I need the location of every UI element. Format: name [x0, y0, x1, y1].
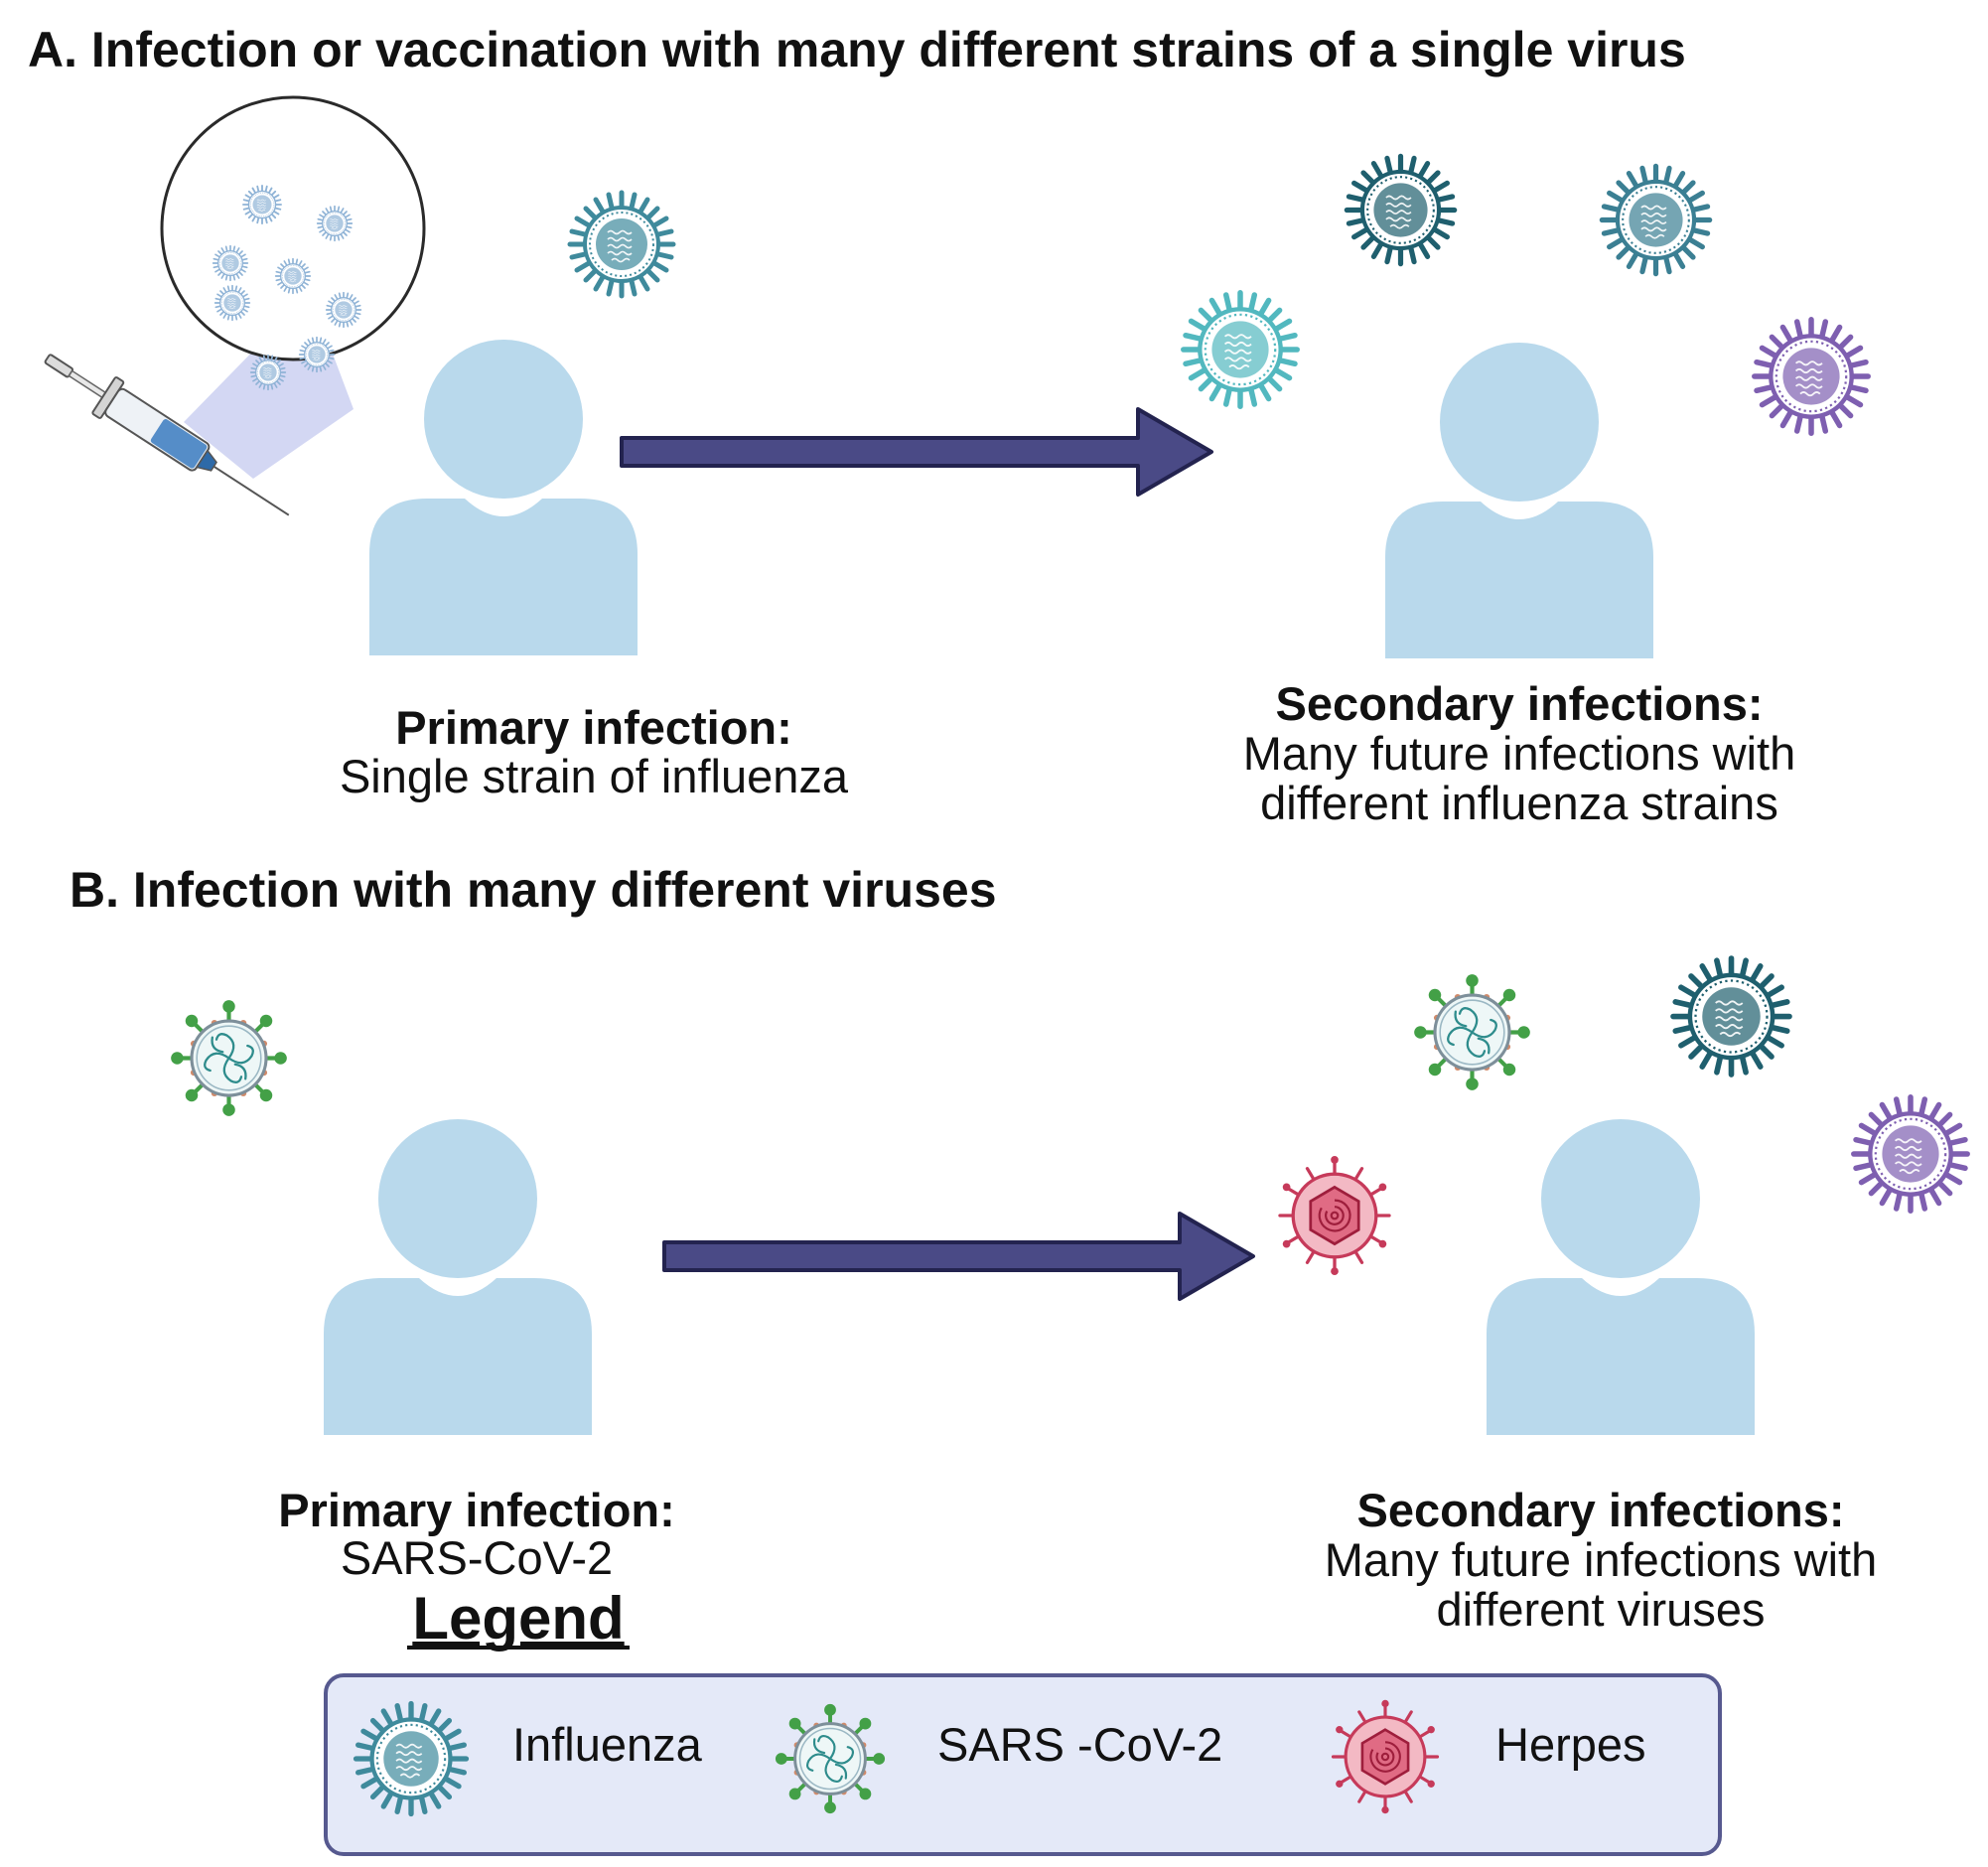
primary-b-title: Primary infection:: [278, 1484, 675, 1536]
arrow-b: [662, 1212, 1255, 1301]
sars-cov-2-virus-icon: [171, 1000, 287, 1116]
influenza-strain-purple-icon: [1854, 1097, 1967, 1211]
legend-item-sars-cov-2: SARS -CoV-2: [773, 1701, 1222, 1816]
influenza-strain-dark-icon: [1347, 156, 1454, 263]
person-secondary-b: [1487, 1119, 1755, 1435]
section-b-heading: B. Infection with many different viruses: [70, 862, 997, 918]
primary-b-desc: SARS-CoV-2: [341, 1531, 613, 1584]
legend-label-herpes: Herpes: [1495, 1718, 1646, 1771]
influenza-strain-cyan-icon: [1184, 293, 1297, 406]
person-secondary-a: [1385, 343, 1653, 658]
vaccine-syringe-icon: [44, 95, 426, 516]
secondary-a-desc-1: Many future infections with: [1243, 727, 1795, 780]
secondary-b-desc-1: Many future infections with: [1325, 1533, 1877, 1586]
primary-a-desc: Single strain of influenza: [340, 750, 849, 802]
person-primary-b: [324, 1119, 592, 1435]
herpes-virus-icon: [1278, 1154, 1391, 1277]
influenza-icon: [356, 1704, 467, 1814]
legend-item-herpes: Herpes: [1331, 1698, 1646, 1815]
legend-label-influenza: Influenza: [512, 1718, 703, 1771]
secondary-b-title: Secondary infections:: [1357, 1484, 1845, 1536]
influenza-strain-teal-icon: [1602, 166, 1709, 273]
arrow-a: [620, 407, 1213, 497]
secondary-a-desc-2: different influenza strains: [1260, 777, 1778, 829]
influenza-strain-dark-icon: [1673, 958, 1789, 1075]
section-a-heading: A. Infection or vaccination with many di…: [28, 22, 1686, 77]
legend-title: Legend: [412, 1585, 624, 1652]
sars-cov-2-icon: [773, 1701, 888, 1816]
secondary-a-title: Secondary infections:: [1276, 677, 1764, 730]
sars-cov-2-virus-icon: [1414, 974, 1530, 1090]
legend-item-influenza: Influenza: [356, 1704, 703, 1814]
primary-a-title: Primary infection:: [395, 701, 792, 754]
secondary-b-desc-2: different viruses: [1437, 1583, 1766, 1636]
person-primary-a: [369, 340, 638, 655]
influenza-virus-icon: [570, 193, 673, 296]
legend-label-sars-cov-2: SARS -CoV-2: [937, 1718, 1222, 1771]
influenza-strain-purple-icon: [1755, 320, 1868, 433]
